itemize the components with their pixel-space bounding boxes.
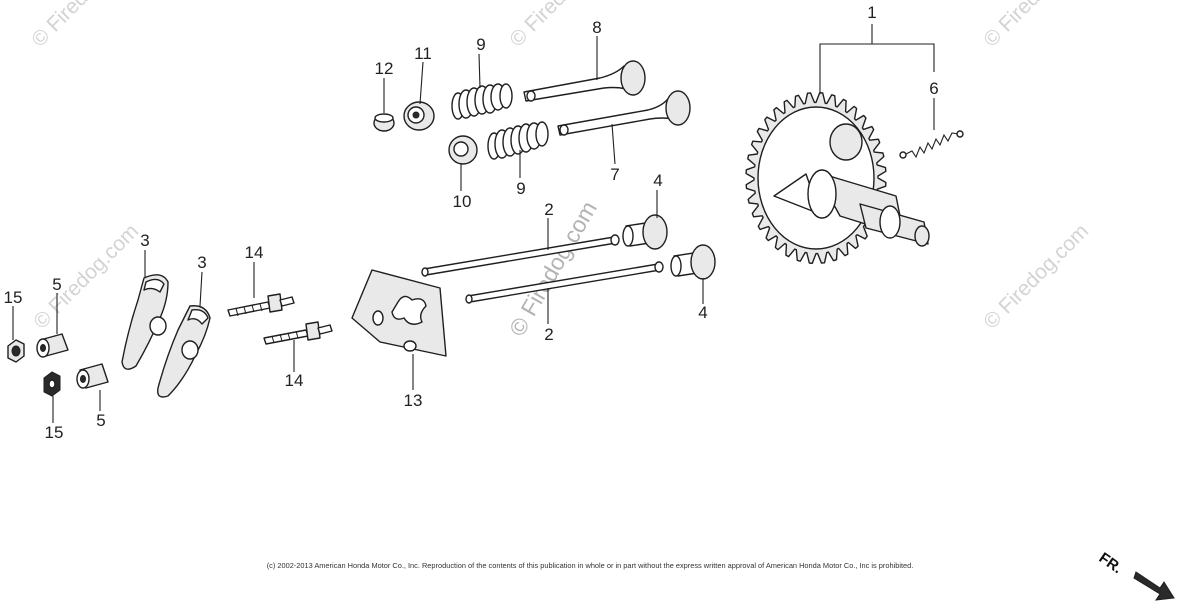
callout-9[interactable]: 9 [516,179,525,198]
watermarks: © Firedog.com © Firedog.com © Firedog.co… [27,0,1093,341]
pivot-adjusting-nut-upper[interactable] [36,333,69,358]
pivot-adjusting-nut-lower[interactable] [76,363,109,389]
callout-4[interactable]: 4 [698,303,707,322]
watermark: © Firedog.com [505,0,619,52]
valve-stem-seal[interactable] [403,101,435,131]
callout-8[interactable]: 8 [592,18,601,37]
push-rod-upper[interactable] [421,234,620,277]
rocker-arm-right[interactable] [157,305,211,398]
rocker-arm-left[interactable] [121,274,169,370]
valve-lifter-lower[interactable] [670,244,716,280]
callout-9[interactable]: 9 [476,35,485,54]
callouts: 1 6 8 7 9 9 10 11 12 4 4 2 2 3 3 14 14 1… [4,3,939,442]
callout-2[interactable]: 2 [544,325,553,344]
callout-3[interactable]: 3 [197,253,206,272]
callout-15[interactable]: 15 [4,288,23,307]
exhaust-valve[interactable] [557,90,691,136]
front-direction-indicator: FR. [1096,549,1175,601]
watermark: © Firedog.com [29,220,143,334]
callout-11[interactable]: 11 [414,44,432,63]
callout-2[interactable]: 2 [544,200,553,219]
callout-7[interactable]: 7 [610,165,619,184]
rocker-arm-pivot-bolt-lower[interactable] [263,321,333,345]
callout-6[interactable]: 6 [929,79,938,98]
valve-spring-retainer[interactable] [448,135,478,165]
callout-13[interactable]: 13 [404,391,423,410]
push-rod-guide-plate[interactable] [351,269,447,357]
valve-spring-lower[interactable] [487,121,549,160]
callout-5[interactable]: 5 [96,411,105,430]
callout-15[interactable]: 15 [45,423,64,442]
callout-5[interactable]: 5 [52,275,61,294]
callout-10[interactable]: 10 [453,192,472,211]
lock-nut-lower[interactable] [43,371,61,397]
watermark: © Firedog.com [979,220,1093,334]
callout-12[interactable]: 12 [375,59,394,78]
rocker-arm-pivot-bolt-upper[interactable] [227,293,295,317]
callout-4[interactable]: 4 [653,171,662,190]
camshaft-gear[interactable] [745,92,930,264]
watermark: © Firedog.com [979,0,1093,52]
copyright-notice: (c) 2002-2013 American Honda Motor Co., … [266,561,914,570]
callout-3[interactable]: 3 [140,231,149,250]
callout-14[interactable]: 14 [245,243,264,262]
lock-nut-upper[interactable] [7,339,25,363]
front-arrow-icon [1133,571,1175,601]
leader-lines [12,24,935,423]
decompressor-spring[interactable] [899,130,964,159]
valve-spring-upper[interactable] [451,83,513,120]
callout-14[interactable]: 14 [285,371,304,390]
valve-cap[interactable] [373,113,395,132]
push-rod-lower[interactable] [465,261,664,304]
callout-1[interactable]: 1 [867,3,876,22]
intake-valve[interactable] [523,60,646,102]
valve-lifter-upper[interactable] [622,214,668,250]
watermark: © Firedog.com [27,0,141,52]
